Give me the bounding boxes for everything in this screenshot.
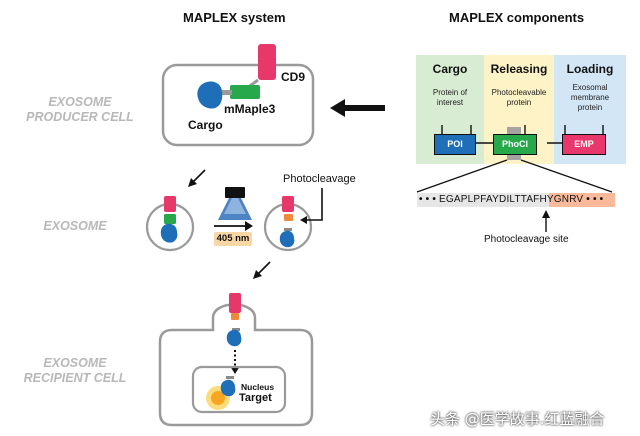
wavelength-label: 405 nm [216,233,250,244]
recipient-label-line1: EXOSOME [43,356,107,370]
target-label: Target [239,392,272,404]
cargo-label: Cargo [188,118,223,132]
cd9-protein [164,196,176,212]
mmaple3-protein [230,85,260,99]
loading-desc-line1: Exosomal [572,83,608,92]
cargo-header: Cargo [432,62,468,76]
loading-desc-line3: protein [577,103,603,112]
poi-box: POI [434,134,476,155]
arrowhead [300,216,307,224]
cd9-label: CD9 [281,70,306,84]
sequence-left: EGAPLPFAYDILTTAF [439,194,540,205]
photocleavage-site-label: Photocleavage site [484,234,569,245]
cd9-protein [282,196,294,212]
cargo-desc-line2: interest [436,98,464,107]
cargo-linker [222,90,232,95]
arrowhead [253,270,262,279]
producer-cell-label: EXOSOME PRODUCER CELL [0,95,160,125]
exosome-label: EXOSOME [43,219,107,233]
system-title: MAPLEX system [183,10,286,25]
watermark: 头条 @医学故事.红蓝融合 [430,410,605,428]
sequence-right: HYGNRV [539,194,584,205]
recipient-label-line2: RECIPIENT CELL [23,371,127,385]
sequence-ellipsis-right: • • • [586,194,604,205]
cleaved-cap [232,328,240,331]
wavelength-highlight [214,232,252,246]
releasing-header: Releasing [490,62,548,76]
cargo-protein [160,223,178,243]
recipient-cell-label: EXOSOME RECIPIENT CELL [0,356,150,386]
sequence-band [417,193,549,207]
nucleus-label: Nucleus [241,382,275,392]
light-beam-glow [224,198,246,214]
sequence-ellipsis-left: • • • [419,194,437,205]
releasing-description: Photocleavable protein [484,88,554,108]
cleaved-cap [226,376,234,379]
loading-desc-line2: membrane [570,93,610,102]
arrow-producer-to-exosome [191,169,206,184]
loading-header: Loading [566,62,614,76]
released-cargo [226,329,242,347]
cargo-protein [279,230,295,248]
photocleavage-label: Photocleavage [283,173,356,185]
zoom-lines [416,159,613,193]
arrowhead [188,178,197,187]
components-to-system-arrow [330,99,385,117]
mmaple3-protein [164,214,176,224]
cleaved-fragment [231,313,239,320]
producer-label-line1: EXOSOME [48,95,112,109]
producer-cell [161,63,315,147]
sequence-row: • • • EGAPLPFAYDILTTAFHYGNRV • • • [419,194,603,205]
arrowhead [542,210,550,218]
arrow-exosome-to-recipient [256,261,271,276]
cd9-protein [229,293,241,313]
emp-box: EMP [562,134,606,155]
cargo-description: Protein of interest [416,88,484,108]
cargo-desc-line1: Protein of [432,88,468,97]
releasing-desc-line1: Photocleavable [491,88,547,97]
mmaple3-label: mMaple3 [224,102,276,116]
nuclear-cargo [220,379,236,397]
cleaved-cap [284,228,292,231]
producer-label-line2: PRODUCER CELL [26,110,134,124]
loading-description: Exosomal membrane protein [554,83,626,113]
cd9-protein [258,44,276,80]
sequence-highlight [549,193,615,207]
components-title: MAPLEX components [449,10,585,25]
nucleus [191,365,287,414]
recipient-cell [158,303,314,427]
phocl-box: PhoCl [493,134,537,155]
cargo-protein [197,81,223,109]
releasing-desc-line2: protein [506,98,532,107]
photocleavage-pointer [305,188,323,221]
target-glow-core [211,391,225,405]
cleaved-fragment [284,214,293,221]
light-source [225,187,245,198]
arrowhead [245,221,253,231]
